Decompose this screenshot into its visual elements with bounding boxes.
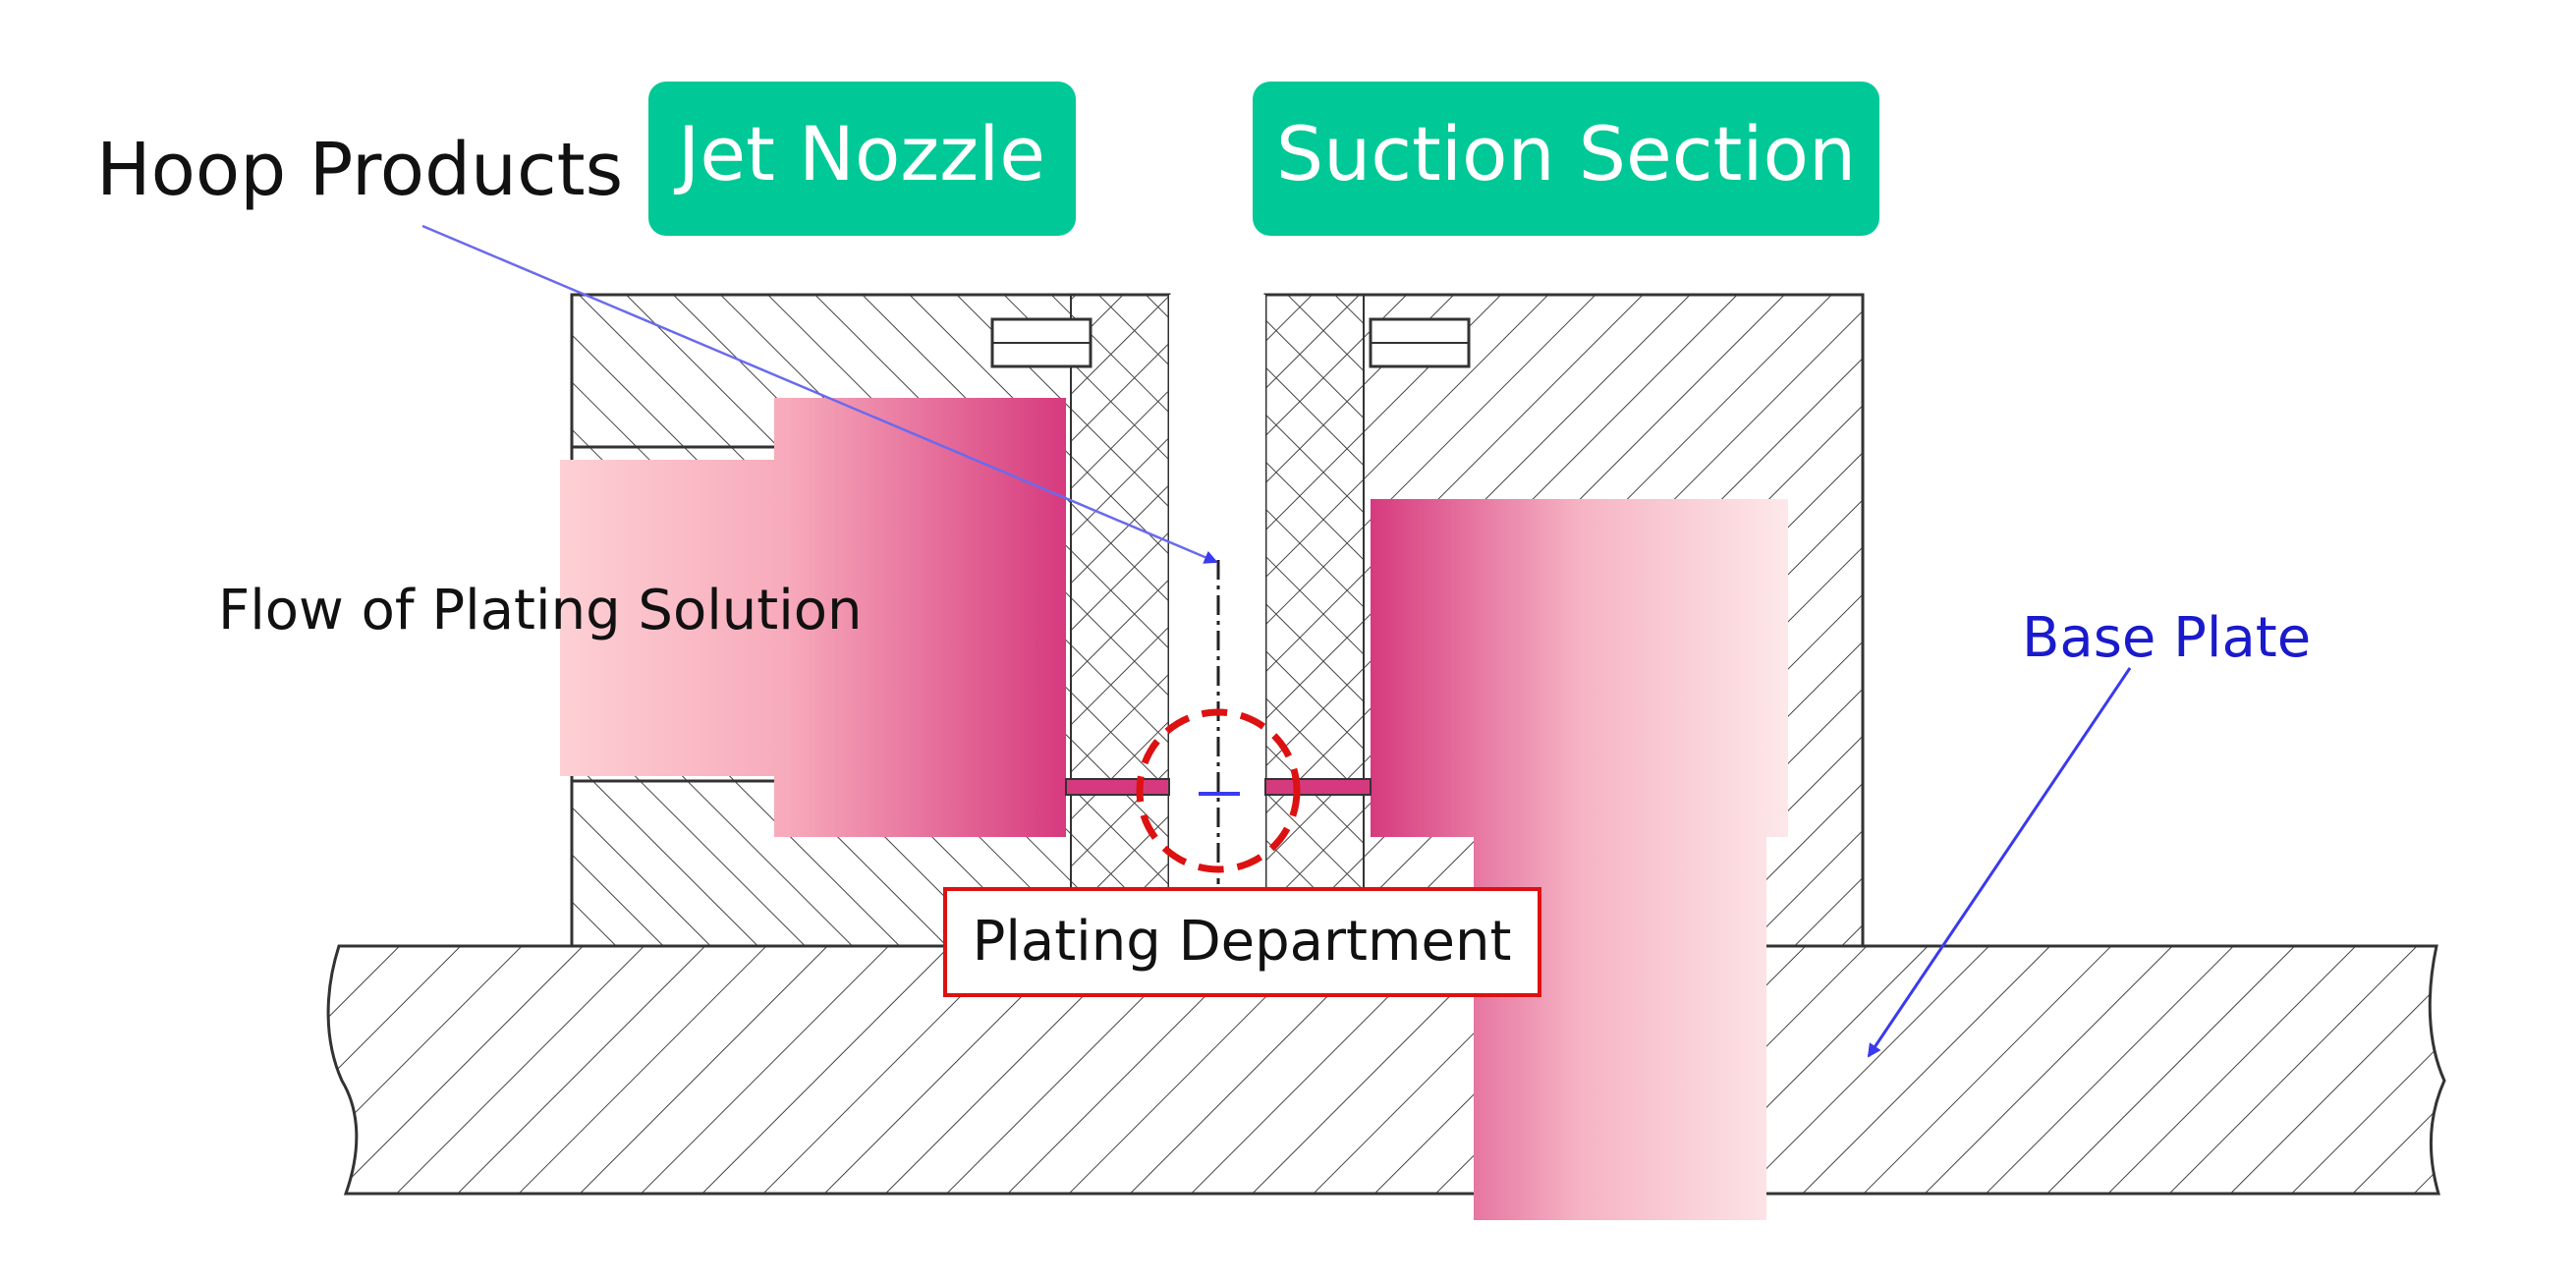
- nozzle-gap: [1169, 295, 1265, 946]
- suction-inlet: [1264, 778, 1372, 796]
- suction-section-tag: Suction Section: [1253, 82, 1879, 236]
- suction-flow-region: [1371, 499, 1788, 1220]
- flow-of-plating-solution-label: Flow of Plating Solution: [218, 579, 863, 642]
- hoop-products-pointer: [421, 224, 1218, 564]
- jet-flow-region: [560, 398, 1066, 837]
- plating-department-label: Plating Department: [973, 910, 1512, 974]
- plating-department-box: Plating Department: [943, 887, 1541, 997]
- jet-nozzle-label: Jet Nozzle: [674, 110, 1045, 197]
- jet-nozzle-tag: Jet Nozzle: [648, 82, 1076, 236]
- hoop-products-label: Hoop Products: [96, 128, 623, 212]
- plating-zone-circle: [1136, 708, 1301, 873]
- base-plate-body: [326, 944, 2446, 1196]
- suction-section-label: Suction Section: [1276, 110, 1856, 197]
- base-plate-pointer: [1867, 667, 2132, 1058]
- base-plate-label: Base Plate: [2022, 606, 2311, 670]
- jet-outlet: [1065, 778, 1170, 796]
